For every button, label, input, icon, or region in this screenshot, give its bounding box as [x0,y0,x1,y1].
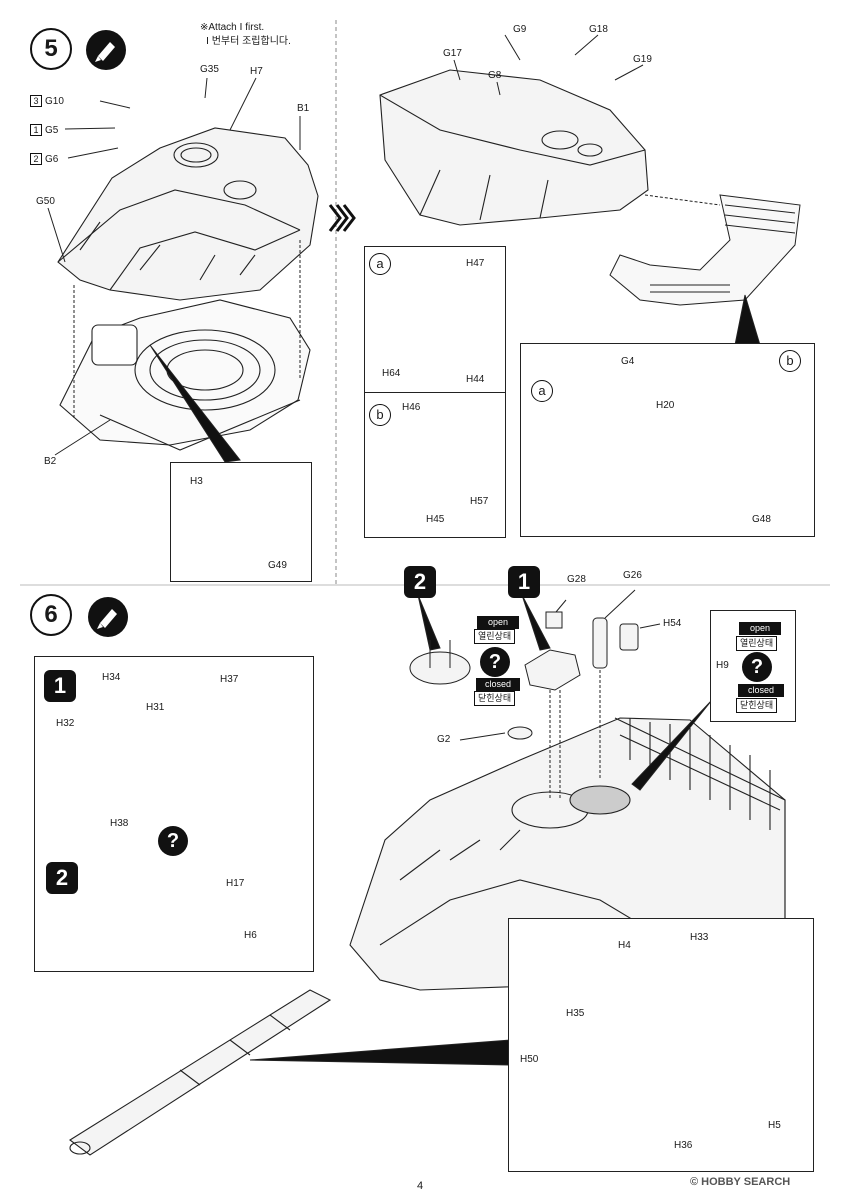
callout-badge-2: 2 [404,566,436,598]
cement-icon-step6 [88,597,128,637]
part-h5: H5 [768,1120,781,1131]
gun-barrel [69,989,332,1156]
part-g2: G2 [437,734,451,745]
page-number: 4 [417,1180,424,1192]
turret-lower-left [59,299,311,451]
sub-question-mark: ? [158,826,188,856]
part-h6: H6 [244,930,257,941]
watermark-text: HOBBY SEARCH [701,1176,791,1188]
closed-tag-ko: 닫힌상태 [474,691,516,706]
part-h46: H46 [402,402,421,413]
part-g19: G19 [633,54,652,65]
callout-question-mark: ? [480,647,510,677]
part-h7: H7 [250,66,263,77]
part-g5: G5 [45,125,59,136]
part-g49: G49 [268,560,287,571]
part-h57: H57 [470,496,489,507]
basket-a-label: a [531,380,553,402]
cement-tube-icon-step6 [97,609,117,629]
part-g17: G17 [443,48,462,59]
sub-a-label: a [369,253,391,275]
order-3-box: 3 [30,95,42,107]
h9-question-mark: ? [742,652,772,682]
basket-b-label: b [779,350,801,372]
part-h44: H44 [466,374,485,385]
open-tag-ko: 열린상태 [474,629,516,644]
part-g35: G35 [200,64,219,75]
part-h47: H47 [466,258,485,269]
part-g6: G6 [45,154,59,165]
closed-tag-en: closed [476,678,520,691]
part-g48: G48 [752,514,771,525]
part-h54: H54 [663,618,682,629]
h9-closed-en: closed [738,684,784,697]
cement-icon [86,30,126,70]
open-tag-en: open [477,616,519,629]
part-b1: B1 [297,103,310,114]
part-g10: G10 [45,96,64,107]
part-h36: H36 [674,1140,693,1151]
sub1-badge: 1 [44,670,76,702]
part-h38: H38 [110,818,129,829]
turret-upper-right [379,69,649,226]
part-h64: H64 [382,368,401,379]
h9-closed-ko: 닫힌상태 [736,698,778,713]
step-6-number: 6 [30,594,72,636]
sub2-badge: 2 [46,862,78,894]
part-b2: B2 [44,456,57,467]
step6-sub-box [34,656,314,972]
step-5-number: 5 [30,28,72,70]
watermark: © HOBBY SEARCH [690,1176,790,1188]
h9-open-ko: 열린상태 [736,636,778,651]
sub-box-divider [364,392,505,393]
gun-exploded-box [508,918,814,1172]
watermark-copyright: © [690,1176,699,1188]
callout-badge-1: 1 [508,566,540,598]
part-h34: H34 [102,672,121,683]
order-2-box: 2 [30,153,42,165]
part-h31: H31 [146,702,165,713]
part-h33: H33 [690,932,709,943]
part-g50: G50 [36,196,55,207]
part-h20: H20 [656,400,675,411]
part-h32: H32 [56,718,75,729]
part-g8: G8 [488,70,502,81]
part-h50: H50 [520,1054,539,1065]
part-g9: G9 [513,24,527,35]
sub-b-label: b [369,404,391,426]
inset-h3-g49 [170,462,312,582]
part-h17: H17 [226,878,245,889]
part-g26: G26 [623,570,642,581]
part-g18: G18 [589,24,608,35]
part-g28: G28 [567,574,586,585]
basket-assembly-box [520,343,815,537]
turret-upper-left [57,127,319,301]
h9-open-en: open [739,622,781,635]
order-1-box: 1 [30,124,42,136]
part-h4: H4 [618,940,631,951]
step-5-note-en: ※Attach Ⅰ first. [200,22,265,33]
step-5-note-ko: Ⅰ 번부터 조립합니다. [206,36,291,47]
cement-tube-icon [95,42,115,62]
part-g4: G4 [621,356,635,367]
part-h9: H9 [716,660,729,671]
part-h45: H45 [426,514,445,525]
basket-right [609,194,801,306]
part-h37: H37 [220,674,239,685]
part-h35: H35 [566,1008,585,1019]
part-h3: H3 [190,476,203,487]
